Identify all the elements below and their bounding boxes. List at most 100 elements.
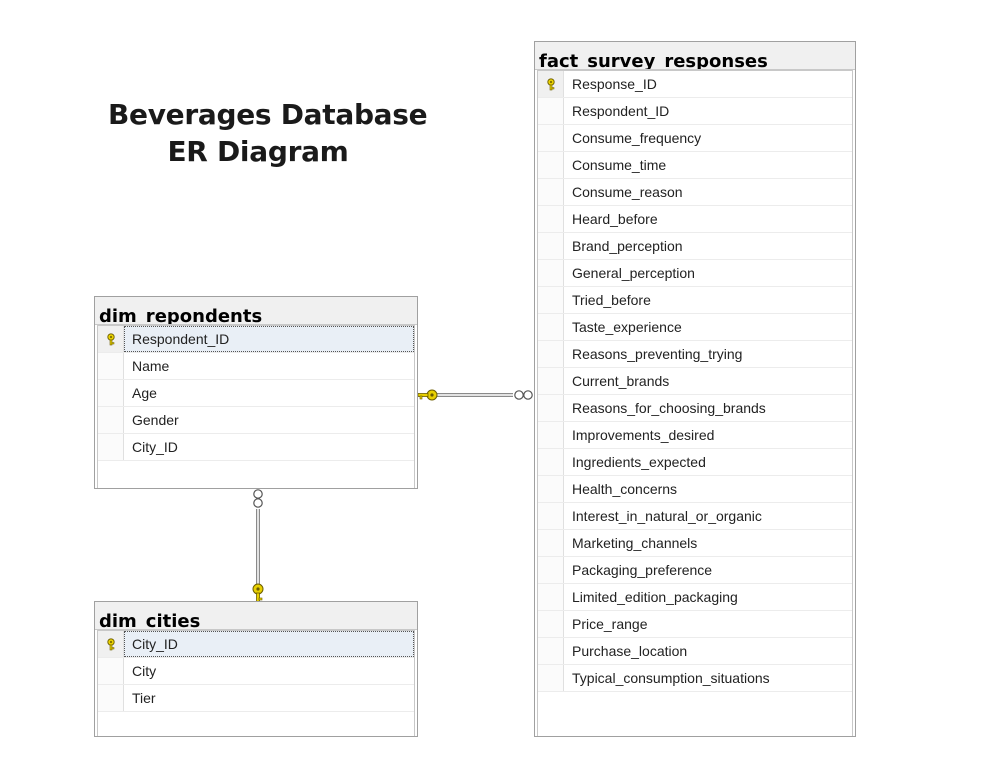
column-row[interactable]: Interest_in_natural_or_organic: [538, 503, 852, 530]
row-gutter: [538, 665, 564, 691]
row-gutter: [538, 179, 564, 205]
row-gutter: [538, 476, 564, 502]
row-gutter: [538, 395, 564, 421]
column-row[interactable]: Consume_frequency: [538, 125, 852, 152]
column-name: City_ID: [132, 439, 178, 455]
column-row[interactable]: General_perception: [538, 260, 852, 287]
table-title[interactable]: dim_cities: [95, 602, 417, 630]
column-name: Packaging_preference: [572, 562, 713, 578]
column-name: Improvements_desired: [572, 427, 715, 443]
column-row[interactable]: Current_brands: [538, 368, 852, 395]
row-gutter: [538, 233, 564, 259]
column-name: Reasons_preventing_trying: [572, 346, 743, 362]
column-row[interactable]: Name: [98, 353, 414, 380]
column-name: Tier: [132, 690, 156, 706]
row-gutter: [98, 326, 124, 352]
column-name: Current_brands: [572, 373, 670, 389]
row-gutter: [98, 407, 124, 433]
column-row[interactable]: Limited_edition_packaging: [538, 584, 852, 611]
table-fact-survey-responses[interactable]: fact_survey_responses Response_ID Respond…: [534, 41, 856, 737]
column-name: Typical_consumption_situations: [572, 670, 770, 686]
column-row[interactable]: Respondent_ID: [98, 326, 414, 353]
column-name: Heard_before: [572, 211, 658, 227]
row-gutter: [98, 434, 124, 460]
column-name: Consume_frequency: [572, 130, 702, 146]
column-name: Response_ID: [572, 76, 657, 92]
relationship-cities-respondents[interactable]: [252, 489, 264, 604]
column-name: Ingredients_expected: [572, 454, 706, 470]
row-gutter: [538, 449, 564, 475]
selection-highlight: [124, 326, 414, 352]
column-row[interactable]: Tried_before: [538, 287, 852, 314]
column-row[interactable]: Age: [98, 380, 414, 407]
column-row[interactable]: Marketing_channels: [538, 530, 852, 557]
column-name: Name: [132, 358, 170, 374]
row-gutter: [98, 353, 124, 379]
row-gutter: [538, 422, 564, 448]
column-row[interactable]: Tier: [98, 685, 414, 712]
column-row[interactable]: Purchase_location: [538, 638, 852, 665]
column-row[interactable]: Price_range: [538, 611, 852, 638]
row-gutter: [538, 125, 564, 151]
column-name: City: [132, 663, 157, 679]
row-gutter: [538, 71, 564, 97]
column-name: General_perception: [572, 265, 695, 281]
row-gutter: [98, 658, 124, 684]
column-name: Marketing_channels: [572, 535, 698, 551]
column-row[interactable]: Respondent_ID: [538, 98, 852, 125]
column-row[interactable]: Response_ID: [538, 71, 852, 98]
column-name: Age: [132, 385, 157, 401]
column-row[interactable]: Consume_time: [538, 152, 852, 179]
column-name: Taste_experience: [572, 319, 682, 335]
diagram-title-line1: Beverages Database: [108, 98, 428, 131]
row-gutter: [538, 638, 564, 664]
table-title[interactable]: dim_repondents: [95, 297, 417, 325]
diagram-title-line2: ER Diagram: [167, 135, 349, 168]
diagram-title: Beverages Database ER Diagram: [108, 96, 428, 170]
column-name: Reasons_for_choosing_brands: [572, 400, 766, 416]
row-gutter: [538, 503, 564, 529]
column-row[interactable]: Heard_before: [538, 206, 852, 233]
row-gutter: [538, 341, 564, 367]
table-title[interactable]: fact_survey_responses: [535, 42, 855, 70]
column-name: Price_range: [572, 616, 648, 632]
column-list: Response_ID Respondent_ID Consume_frequenc…: [537, 70, 853, 736]
one-end-key-icon: [252, 583, 264, 604]
row-gutter: [538, 260, 564, 286]
column-row[interactable]: City_ID: [98, 631, 414, 658]
column-row[interactable]: Packaging_preference: [538, 557, 852, 584]
row-gutter: [538, 530, 564, 556]
row-gutter: [538, 206, 564, 232]
row-gutter: [538, 368, 564, 394]
column-row[interactable]: Improvements_desired: [538, 422, 852, 449]
row-gutter: [538, 584, 564, 610]
row-gutter: [538, 611, 564, 637]
row-gutter: [538, 152, 564, 178]
column-name: Respondent_ID: [572, 103, 670, 119]
column-row[interactable]: Taste_experience: [538, 314, 852, 341]
column-row[interactable]: City_ID: [98, 434, 414, 461]
column-name: Tried_before: [572, 292, 651, 308]
row-gutter: [98, 380, 124, 406]
column-row[interactable]: Brand_perception: [538, 233, 852, 260]
column-row[interactable]: Typical_consumption_situations: [538, 665, 852, 692]
column-row[interactable]: Health_concerns: [538, 476, 852, 503]
row-gutter: [538, 98, 564, 124]
column-row[interactable]: Reasons_for_choosing_brands: [538, 395, 852, 422]
column-row[interactable]: Gender: [98, 407, 414, 434]
row-gutter: [98, 685, 124, 711]
column-row[interactable]: Ingredients_expected: [538, 449, 852, 476]
column-name: Brand_perception: [572, 238, 683, 254]
relationship-respondents-fact[interactable]: [417, 389, 533, 401]
column-name: City_ID: [132, 636, 178, 652]
column-name: Consume_reason: [572, 184, 683, 200]
column-name: Purchase_location: [572, 643, 688, 659]
column-row[interactable]: City: [98, 658, 414, 685]
column-row[interactable]: Consume_reason: [538, 179, 852, 206]
column-row[interactable]: Reasons_preventing_trying: [538, 341, 852, 368]
